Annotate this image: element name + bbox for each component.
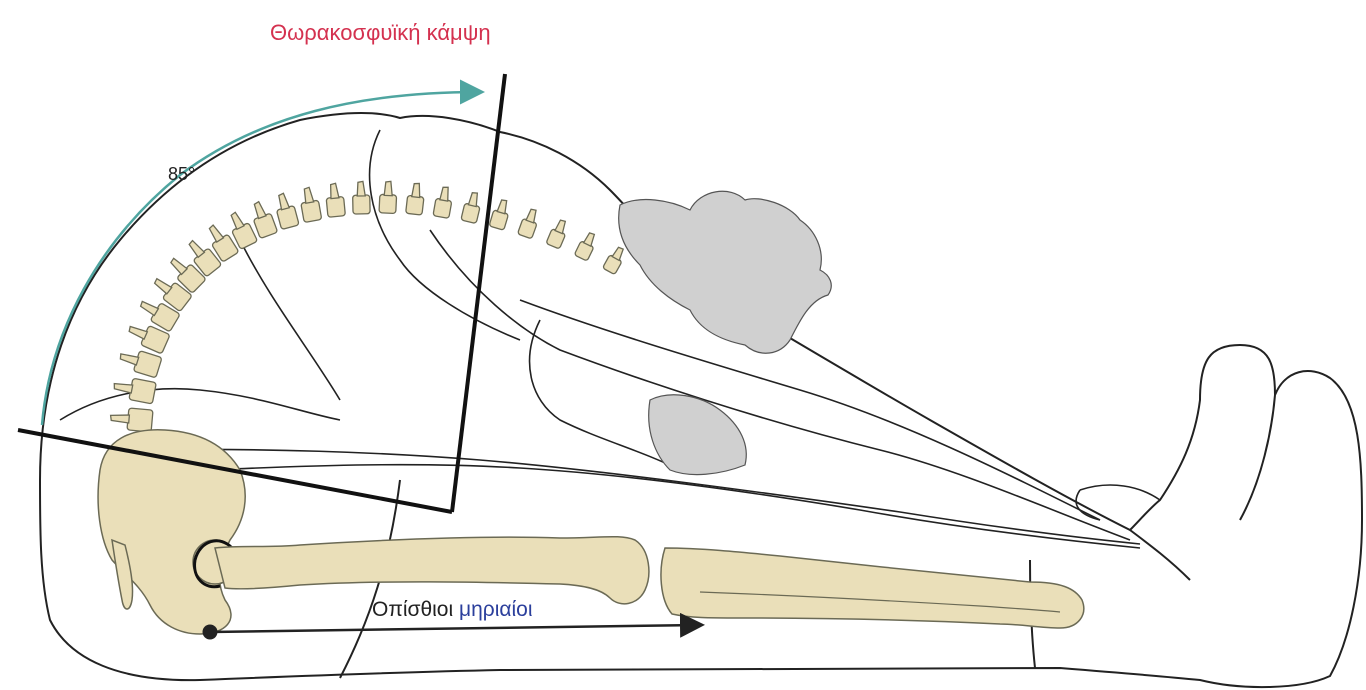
spinous-process xyxy=(113,382,133,393)
spinous-process xyxy=(230,211,244,229)
hamstrings-label: Οπίσθιοι μηριαίοι xyxy=(372,598,533,622)
hamstring-arrow xyxy=(210,625,700,632)
spinous-process xyxy=(119,352,139,365)
hamstrings-label-part1: Οπίσθιοι xyxy=(372,598,459,621)
spinous-process xyxy=(468,192,479,207)
spinous-process xyxy=(555,219,567,234)
femur xyxy=(215,537,649,604)
title-label: Θωρακοσφυϊκή κάμψη xyxy=(270,20,491,46)
vertebra xyxy=(127,408,153,432)
flexion-arc-arrow xyxy=(42,92,480,425)
vertebra xyxy=(253,213,277,239)
spinous-process xyxy=(169,257,187,275)
spinous-process xyxy=(330,183,339,199)
spinous-process xyxy=(526,208,538,223)
tibia xyxy=(661,548,1084,628)
vertebra xyxy=(461,203,480,223)
hamstrings-label-part2: μηριαίοι xyxy=(459,598,533,621)
spinous-process xyxy=(153,277,172,294)
vertebra xyxy=(276,206,299,230)
angle-label: 85° xyxy=(168,164,195,185)
spinous-process xyxy=(384,181,393,196)
vertebra xyxy=(301,200,322,222)
spinous-process xyxy=(303,187,314,203)
vertebra xyxy=(353,195,370,214)
spinous-process xyxy=(584,232,597,246)
spinous-process xyxy=(412,183,422,198)
spinous-process xyxy=(208,224,223,242)
spinous-process xyxy=(497,199,508,214)
spinous-process xyxy=(188,239,205,257)
vertebra xyxy=(129,378,156,404)
spinous-process xyxy=(110,413,129,423)
vertebra xyxy=(433,198,452,218)
vertebra xyxy=(326,197,345,218)
vertebra xyxy=(406,195,424,215)
spinous-process xyxy=(139,300,158,316)
vertebra xyxy=(489,210,509,231)
spinous-process xyxy=(253,201,266,219)
spinous-process xyxy=(440,186,450,201)
spine xyxy=(110,181,625,432)
vertebra xyxy=(133,351,162,378)
viscera xyxy=(619,191,832,474)
spinous-process xyxy=(612,246,625,260)
spinous-process xyxy=(128,325,148,340)
spinous-process xyxy=(357,181,365,196)
spinous-process xyxy=(278,193,290,210)
vertebra xyxy=(379,194,397,213)
